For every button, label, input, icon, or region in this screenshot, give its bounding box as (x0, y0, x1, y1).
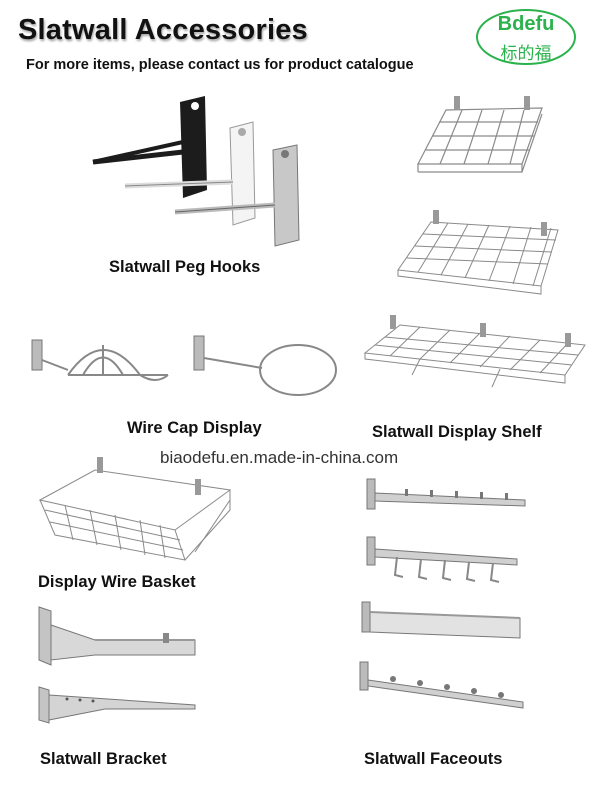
faceout-hooks-image (366, 536, 518, 583)
faceout-rectangular-image (361, 601, 521, 639)
page-title: Slatwall Accessories (18, 14, 308, 46)
peg-hooks-image (92, 96, 300, 247)
wire-shelf-top-image (417, 96, 543, 173)
wire-shelf-middle-image (397, 210, 559, 295)
ring-display-image (193, 335, 337, 396)
faceout-straight-image (366, 478, 526, 510)
watermark-url: biaodefu.en.made-in-china.com (160, 448, 399, 467)
label-bracket: Slatwall Bracket (40, 750, 167, 768)
label-wire-basket: Display Wire Basket (38, 573, 196, 591)
logo-ring-icon (476, 9, 576, 65)
label-peg-hooks: Slatwall Peg Hooks (109, 258, 261, 276)
brand-logo: Bdefu 标的福 (475, 8, 577, 66)
faceout-angled-image (359, 661, 524, 709)
label-display-shelf: Slatwall Display Shelf (372, 423, 542, 441)
bracket-top-image (38, 606, 196, 666)
page-subtitle: For more items, please contact us for pr… (26, 57, 414, 73)
wire-basket-image (38, 457, 232, 561)
wire-shelf-bottom-image (363, 315, 586, 388)
label-wire-cap-display: Wire Cap Display (127, 419, 262, 437)
logo-chinese-text: 标的福 (500, 44, 552, 63)
cap-display-image (31, 339, 169, 381)
logo-brand-text: Bdefu (497, 13, 555, 35)
bracket-bottom-image (38, 686, 196, 724)
label-faceouts: Slatwall Faceouts (364, 750, 503, 768)
